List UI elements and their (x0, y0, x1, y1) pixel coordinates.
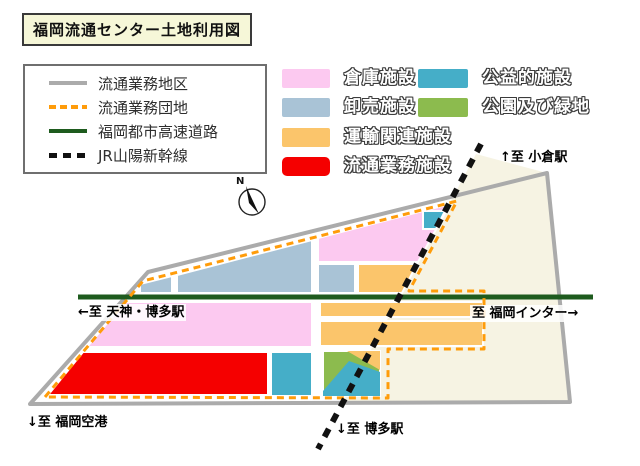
block-wholesale-main (176, 238, 313, 294)
compass-needle (246, 186, 259, 214)
shinkansen-line (315, 142, 484, 451)
legend-label-public: 公益的施設 (482, 68, 572, 88)
label-to-hakata-station: ↓至 博多駅 (336, 422, 404, 437)
legend-label-wholesale: 卸売施設 (344, 97, 416, 117)
block-transport-row1 (319, 301, 484, 318)
label-to-fukuoka-inter: 至 福岡インター→ (470, 305, 581, 322)
line-legend-box: 流通業務地区 流通業務団地 福岡都市高速道路 JR山陽新幹線 (23, 64, 267, 174)
danchi-line-swatch (49, 105, 87, 109)
label-to-kokura-station: ↑至 小倉駅 (500, 150, 568, 165)
park-color-swatch (418, 98, 468, 117)
legend-label-warehouse: 倉庫施設 (344, 68, 416, 88)
legend-label: 福岡都市高速道路 (98, 122, 219, 141)
legend-row-shinkansen: JR山陽新幹線 (49, 145, 265, 166)
block-wholesale-sliver (139, 274, 173, 294)
district-line-swatch (49, 81, 87, 85)
legend-label: 流通業務団地 (98, 98, 189, 117)
legend-row-highway: 福岡都市高速道路 (49, 121, 265, 142)
block-transport-upper (357, 263, 419, 294)
compass: N (236, 176, 266, 216)
page-title: 福岡流通センター土地利用図 (22, 13, 253, 46)
compass-north-label: N (236, 176, 244, 187)
shinkansen-line-swatch (49, 152, 87, 158)
logistics-color-swatch (282, 157, 330, 176)
block-transport-row2 (319, 320, 484, 347)
block-logistics (45, 351, 269, 396)
legend-label-logistics: 流通業務施設 (344, 156, 452, 176)
legend-label: JR山陽新幹線 (98, 146, 188, 165)
label-to-tenjin-hakata: ←至 天神・博多駅 (76, 304, 187, 321)
legend-row-district: 流通業務地区 (49, 73, 265, 94)
danchi-boundary (43, 199, 486, 400)
block-public-upper (422, 210, 447, 230)
block-public-lower (323, 361, 380, 396)
wholesale-color-swatch (282, 98, 330, 117)
label-to-fukuoka-airport: ↓至 福岡空港 (27, 415, 108, 430)
legend-row-danchi: 流通業務団地 (49, 97, 265, 118)
legend-label-park: 公園及び緑地 (482, 97, 590, 117)
transport-color-swatch (282, 128, 330, 147)
warehouse-color-swatch (282, 69, 330, 88)
legend-label: 流通業務地区 (98, 74, 189, 93)
highway-line-swatch (49, 129, 87, 133)
public-color-swatch (418, 69, 468, 88)
legend-label-transport: 運輸関連施設 (344, 127, 452, 147)
block-public-mid (270, 351, 313, 397)
block-wholesale-small (317, 263, 356, 294)
